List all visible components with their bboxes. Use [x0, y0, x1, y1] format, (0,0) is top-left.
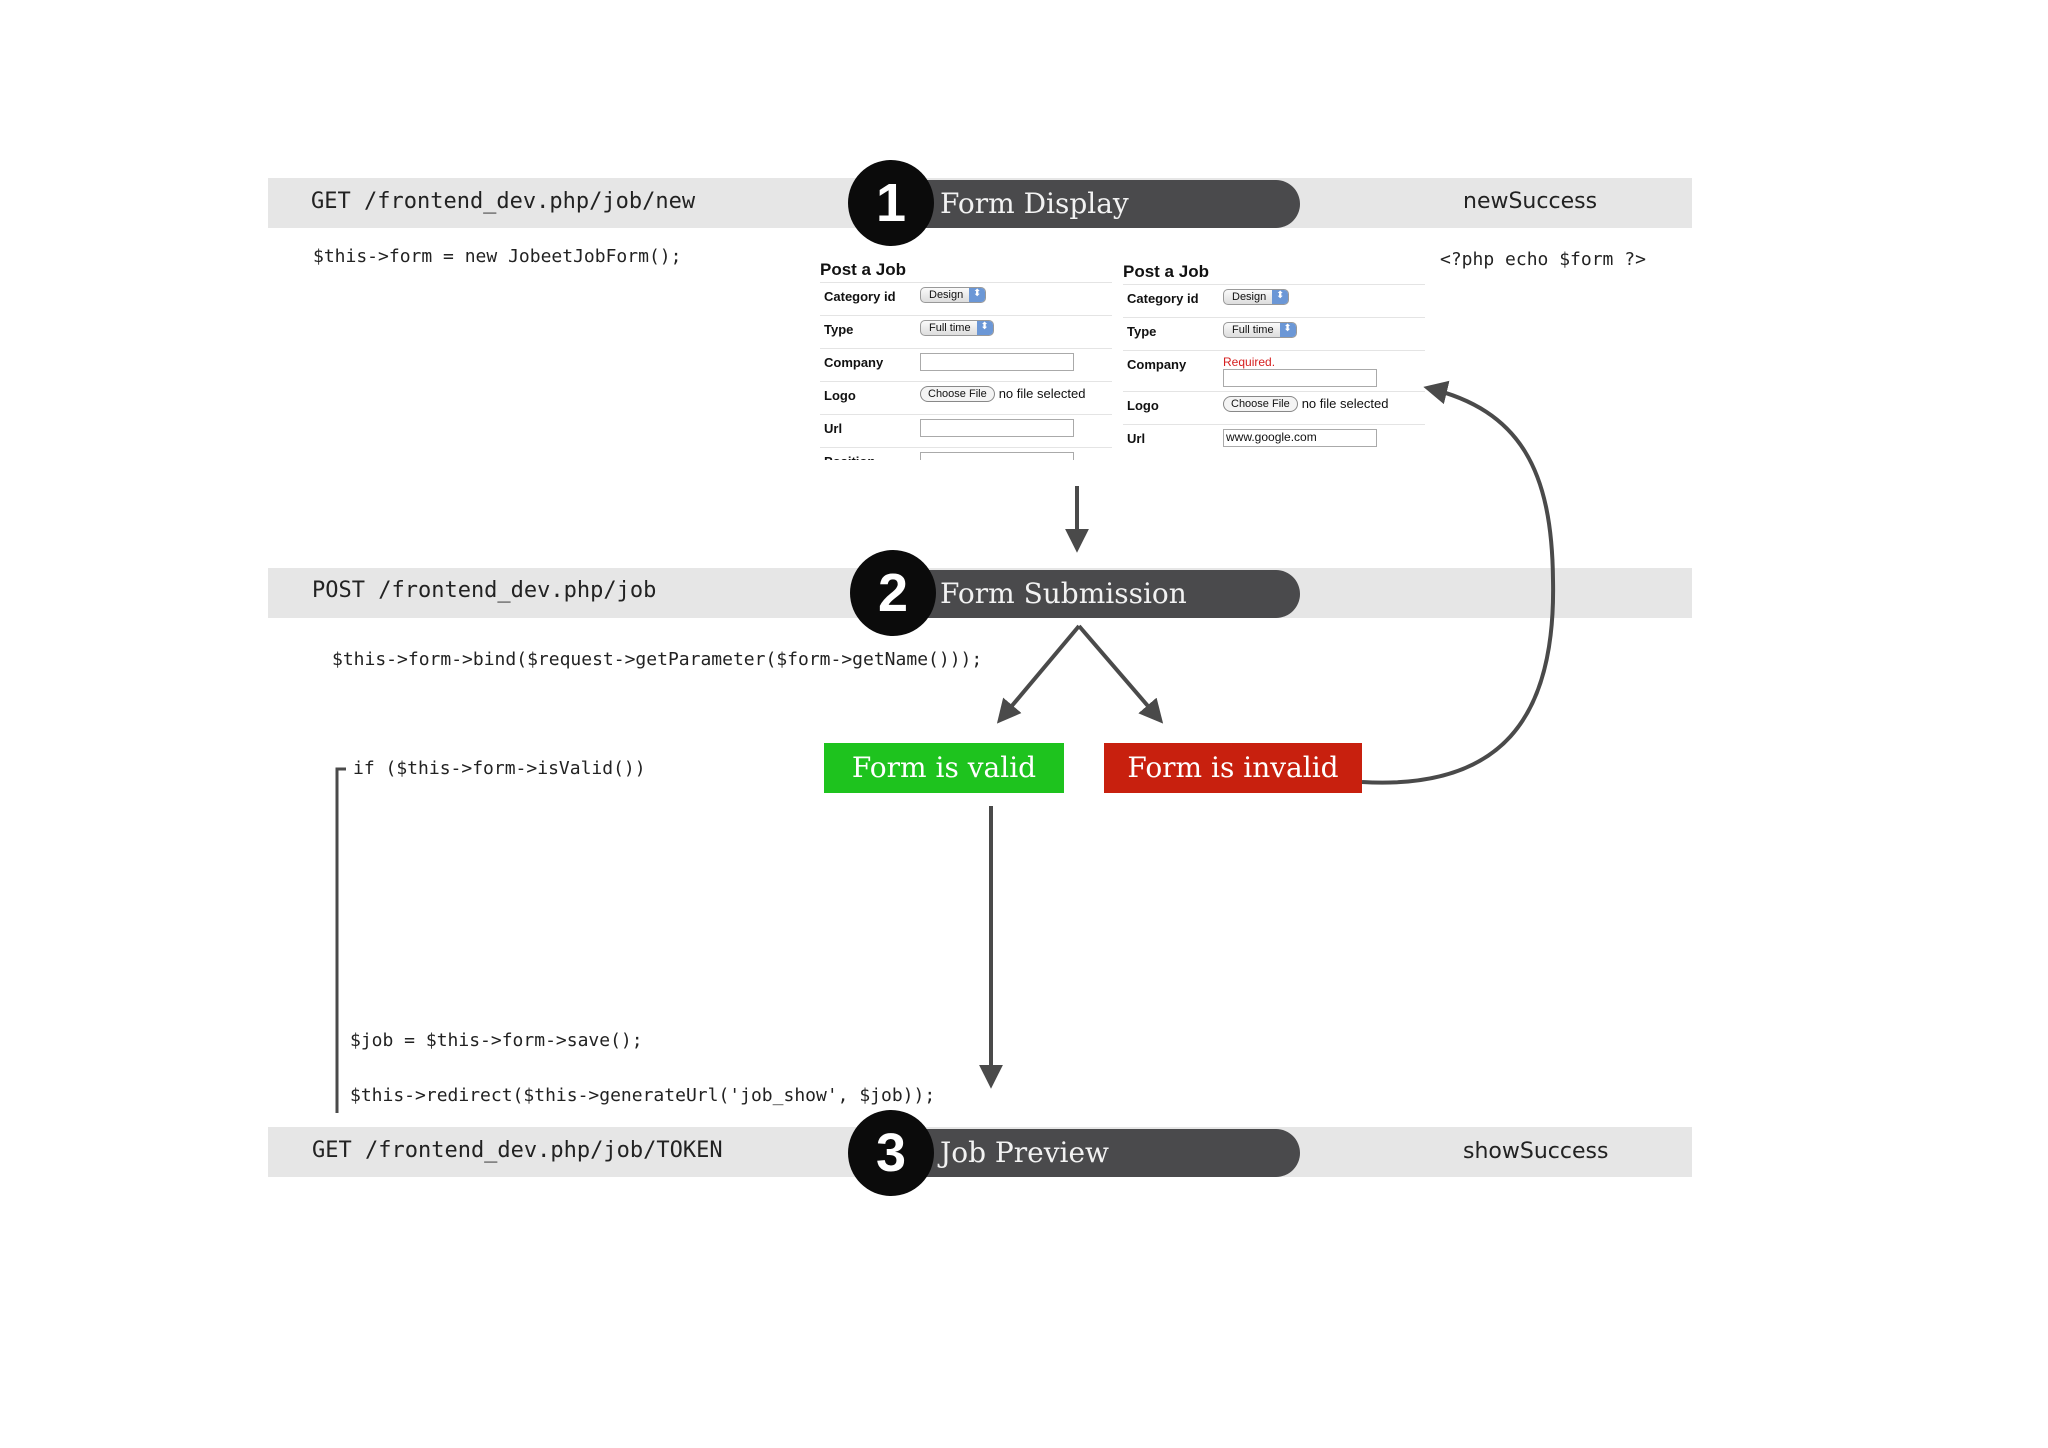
- type-label: Type: [824, 322, 854, 337]
- form-invalid-box: Form is invalid: [1104, 743, 1362, 793]
- code-save: $job = $this->form->save();: [350, 1030, 643, 1051]
- form-title: Post a Job: [1123, 262, 1209, 281]
- form-valid-box: Form is valid: [824, 743, 1064, 793]
- code-redirect: $this->redirect($this->generateUrl('job_…: [350, 1085, 936, 1106]
- step-1-request: GET /frontend_dev.php/job/new: [311, 189, 696, 214]
- step-1-number: 1: [848, 160, 934, 246]
- arrow-to-valid: [996, 624, 1081, 724]
- step-2-title: Form Submission: [890, 570, 1300, 618]
- position-input[interactable]: [920, 452, 1074, 460]
- category-label: Category id: [1127, 291, 1199, 306]
- arrow-invalid-to-display: [1361, 380, 1556, 785]
- type-select[interactable]: Full time: [920, 320, 994, 336]
- category-select[interactable]: Design: [1223, 289, 1290, 305]
- company-input[interactable]: [1223, 369, 1377, 387]
- step-3-number: 3: [848, 1110, 934, 1196]
- code-is-valid: if ($this->form->isValid()): [353, 758, 646, 779]
- type-label: Type: [1127, 324, 1157, 339]
- company-label: Company: [824, 355, 884, 370]
- choose-file-button[interactable]: Choose File: [1223, 396, 1298, 412]
- error-form-screenshot: Post a Job Category id Design Type Full ti…: [1123, 262, 1425, 466]
- form-title: Post a Job: [820, 260, 906, 279]
- company-error: Required.: [1223, 355, 1276, 369]
- arrow-to-invalid: [1077, 624, 1164, 724]
- code-new-form: $this->form = new JobeetJobForm();: [313, 246, 682, 267]
- choose-file-button[interactable]: Choose File: [920, 386, 995, 402]
- logo-status: no file selected: [998, 386, 1086, 401]
- url-input[interactable]: www.google.com: [1223, 429, 1377, 447]
- code-bind: $this->form->bind($request->getParameter…: [332, 649, 983, 670]
- logo-label: Logo: [824, 388, 856, 403]
- type-select[interactable]: Full time: [1223, 322, 1297, 338]
- code-echo-form: <?php echo $form ?>: [1440, 249, 1646, 270]
- company-label: Company: [1127, 357, 1187, 372]
- if-bracket: [335, 767, 346, 1113]
- step-2-number: 2: [850, 550, 936, 636]
- url-label: Url: [1127, 431, 1146, 446]
- category-label: Category id: [824, 289, 896, 304]
- step-1-template: newSuccess: [1463, 189, 1598, 214]
- logo-label: Logo: [1127, 398, 1159, 413]
- logo-status: no file selected: [1301, 396, 1389, 411]
- company-input[interactable]: [920, 353, 1074, 371]
- position-label: Position: [824, 452, 920, 460]
- step-3-title: Job Preview: [890, 1129, 1300, 1177]
- category-select[interactable]: Design: [920, 287, 987, 303]
- url-input[interactable]: [920, 419, 1074, 437]
- url-label: Url: [824, 421, 843, 436]
- step-1-title: Form Display: [890, 180, 1300, 228]
- blank-form-screenshot: Post a Job Category id Design Type Full ti…: [820, 260, 1112, 460]
- step-2-request: POST /frontend_dev.php/job: [312, 578, 657, 603]
- step-3-template: showSuccess: [1463, 1139, 1609, 1164]
- step-3-request: GET /frontend_dev.php/job/TOKEN: [312, 1138, 723, 1163]
